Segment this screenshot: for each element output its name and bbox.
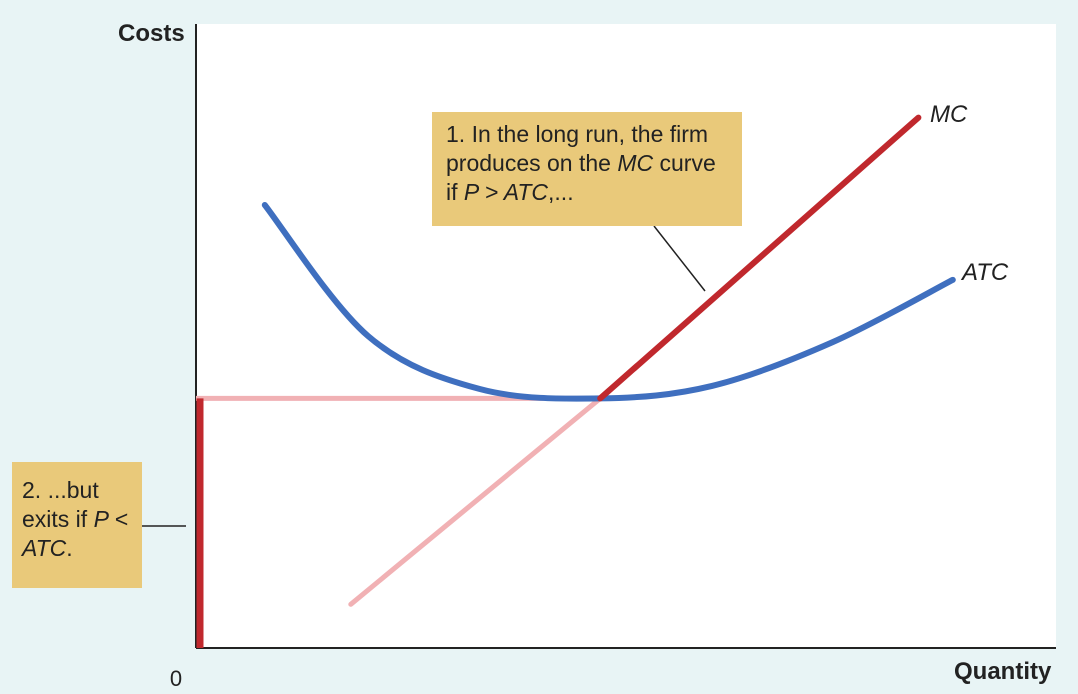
y-axis-label: Costs [118, 20, 185, 47]
origin-label: 0 [170, 666, 182, 691]
mc-curve-above-atc [597, 114, 922, 402]
callout-1-text-c: ,... [548, 178, 574, 205]
callout-1-leader [653, 225, 706, 292]
atc-series-label: ATC [960, 259, 1009, 286]
mc-curve-below-atc [348, 395, 603, 607]
x-axis-label: Quantity [954, 658, 1052, 685]
callout-1-text-a: 1. In the long run, the firm produces on… [446, 121, 709, 176]
callout-2-condition: P < ATC [22, 505, 128, 561]
callout-1-text-b: curve if [446, 149, 716, 205]
mc-series-label: MC [930, 101, 968, 128]
callout-2-text-a: 2. ...but exits if [22, 477, 99, 532]
callout-1-condition: P > ATC [463, 178, 549, 205]
callout-2-text-b: . [66, 534, 73, 561]
long-run-callout: 1. In the long run, the firm produces on… [432, 112, 742, 226]
callout-1-mc: MC [617, 149, 654, 176]
exit-callout: 2. ...but exits if P < ATC. [12, 462, 142, 588]
